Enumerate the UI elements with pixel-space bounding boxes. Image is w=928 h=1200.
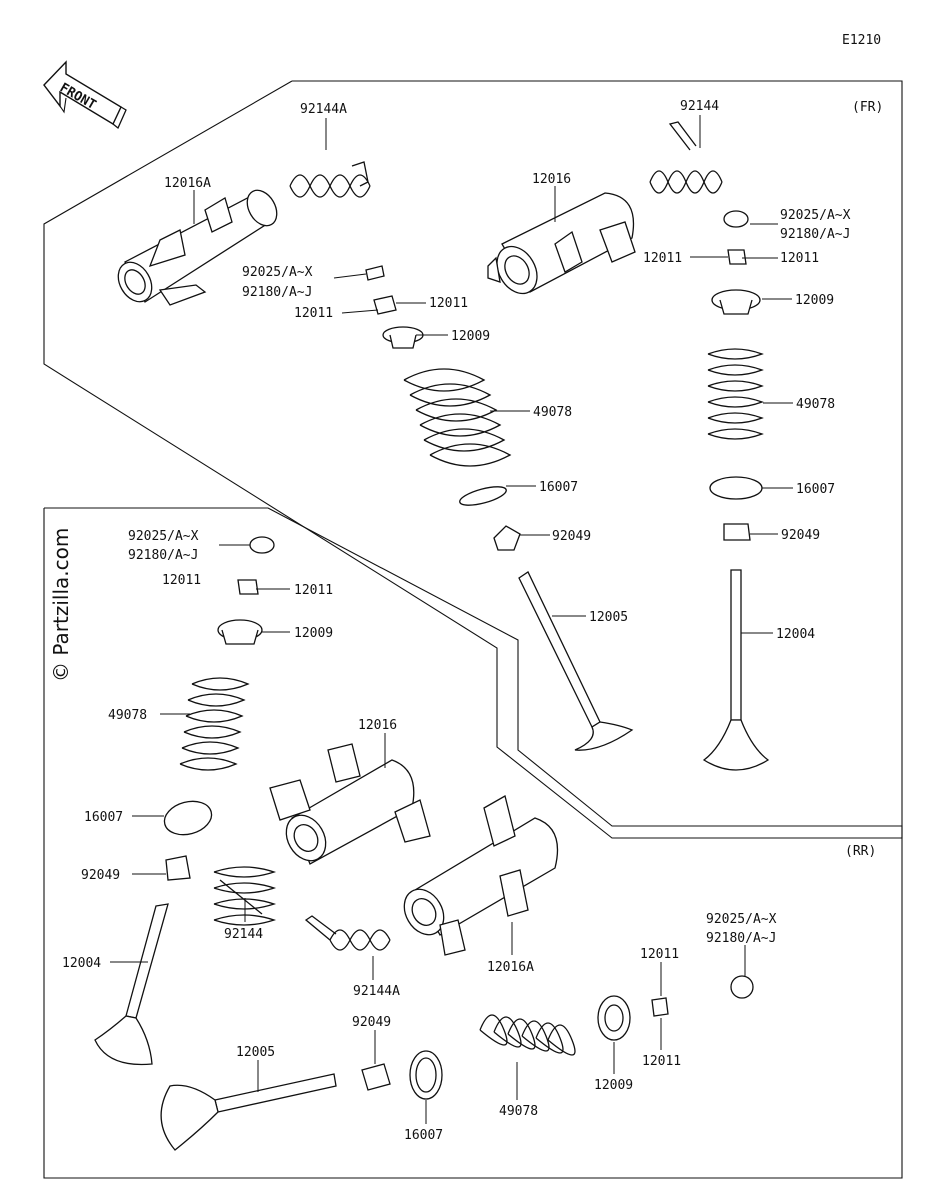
label-92049-front-b: 92049 <box>781 528 820 543</box>
label-12005-rear: 12005 <box>236 1045 275 1060</box>
label-12009-front-a: 12009 <box>451 329 490 344</box>
spring-seat-16007-rear-b <box>409 1050 443 1100</box>
label-92025-rear-a: 92025/A~X <box>128 529 199 544</box>
exhaust-valve-12004-front <box>702 569 770 771</box>
rocker-arm-12016-rear <box>269 743 431 865</box>
intake-valve-12005-front <box>518 571 634 751</box>
label-12009-rear-a: 12009 <box>294 626 333 641</box>
label-12016A-rear: 12016A <box>487 960 534 975</box>
rocker-arm-12016A-rear <box>403 795 559 956</box>
label-12011-front-a-left: 12011 <box>294 306 333 321</box>
label-92025-front-a: 92025/A~X <box>242 265 313 280</box>
spring-retainer-12009-rear-b <box>597 995 631 1041</box>
section-label-rear: (RR) <box>845 844 876 859</box>
valve-retainer-keeper-front-a <box>373 295 397 315</box>
spring-seat-16007-rear-a <box>163 800 213 836</box>
rocker-spring-92144-front <box>649 121 723 194</box>
label-92180-front-b: 92180/A~J <box>780 227 850 242</box>
valve-cotter-rear-a <box>249 536 275 554</box>
rocker-spring-92144A-rear <box>304 915 391 951</box>
label-12011-front-a-right: 12011 <box>429 296 468 311</box>
valve-cotter-front-a <box>365 265 385 281</box>
section-label-front: (FR) <box>852 100 883 115</box>
label-12011-rear-a-left: 12011 <box>162 573 201 588</box>
label-12004-front: 12004 <box>776 627 815 642</box>
valve-retainer-keeper-rear-a <box>237 579 259 595</box>
valve-stem-seal-92049-front-a <box>493 525 521 551</box>
label-12009-rear-b: 12009 <box>594 1078 633 1093</box>
label-92049-rear-a: 92049 <box>81 868 120 883</box>
label-49078-rear-b: 49078 <box>499 1104 538 1119</box>
diagram-code: E1210 <box>842 33 881 48</box>
front-cylinder-frame <box>43 80 903 839</box>
label-92180-front-a: 92180/A~J <box>242 285 312 300</box>
intake-valve-12005-rear <box>160 1073 337 1151</box>
valve-spring-49078-front-b <box>707 348 764 440</box>
label-16007-front-b: 16007 <box>796 482 835 497</box>
spring-retainer-12009-front-a <box>382 326 424 349</box>
valve-cotter-front-b <box>723 210 749 228</box>
rocker-arm-12016-front <box>487 192 636 295</box>
rocker-spring-92144A-front <box>289 161 371 198</box>
label-92144A-rear: 92144A <box>353 984 400 999</box>
spring-retainer-12009-front-b <box>711 289 761 315</box>
label-92049-front-a: 92049 <box>552 529 591 544</box>
label-92144-rear: 92144 <box>224 927 263 942</box>
exhaust-valve-12004-rear <box>94 903 169 1066</box>
label-92049-rear-b: 92049 <box>352 1015 391 1030</box>
label-16007-rear-b: 16007 <box>404 1128 443 1143</box>
valve-spring-49078-rear-b <box>479 1014 576 1056</box>
label-12016-front: 12016 <box>532 172 571 187</box>
label-12011-front-b-left: 12011 <box>643 251 682 266</box>
front-arrow-icon: FRONT <box>43 60 127 130</box>
valve-retainer-keeper-front-b <box>727 249 747 265</box>
rocker-arm-12016A-front <box>117 189 278 306</box>
valve-stem-seal-92049-rear-b <box>361 1063 391 1091</box>
label-49078-front-a: 49078 <box>533 405 572 420</box>
label-92025-front-b: 92025/A~X <box>780 208 851 223</box>
label-92180-rear-b: 92180/A~J <box>706 931 776 946</box>
label-92144-front: 92144 <box>680 99 719 114</box>
label-92180-rear-a: 92180/A~J <box>128 548 198 563</box>
label-92144A-front: 92144A <box>300 102 347 117</box>
leader-lines <box>110 115 793 1124</box>
rocker-spring-92144-rear <box>213 866 277 926</box>
label-12011-rear-a-right: 12011 <box>294 583 333 598</box>
spring-retainer-12009-rear-a <box>217 619 263 645</box>
label-12011-rear-b-top: 12011 <box>640 947 679 962</box>
valve-spring-49078-rear-a <box>179 677 250 771</box>
spring-seat-16007-front-a <box>459 486 507 506</box>
valve-stem-seal-92049-front-b <box>723 523 751 541</box>
valve-retainer-keeper-rear-b <box>651 997 669 1017</box>
label-12016A-front: 12016A <box>164 176 211 191</box>
rear-cylinder-frame <box>43 507 903 1179</box>
spring-seat-16007-front-b <box>709 476 763 500</box>
label-49078-rear-a: 49078 <box>108 708 147 723</box>
label-12016-rear: 12016 <box>358 718 397 733</box>
label-12011-rear-b-bottom: 12011 <box>642 1054 681 1069</box>
label-12005-front: 12005 <box>589 610 628 625</box>
valve-cotter-rear-b <box>730 975 754 999</box>
label-92025-rear-b: 92025/A~X <box>706 912 777 927</box>
label-16007-front-a: 16007 <box>539 480 578 495</box>
label-12004-rear: 12004 <box>62 956 101 971</box>
label-16007-rear-a: 16007 <box>84 810 123 825</box>
label-12009-front-b: 12009 <box>795 293 834 308</box>
label-49078-front-b: 49078 <box>796 397 835 412</box>
valve-stem-seal-92049-rear-a <box>165 855 191 881</box>
label-12011-front-b-right: 12011 <box>780 251 819 266</box>
valve-spring-49078-front-a <box>403 368 512 467</box>
watermark: © Partzilla.com <box>49 528 73 682</box>
